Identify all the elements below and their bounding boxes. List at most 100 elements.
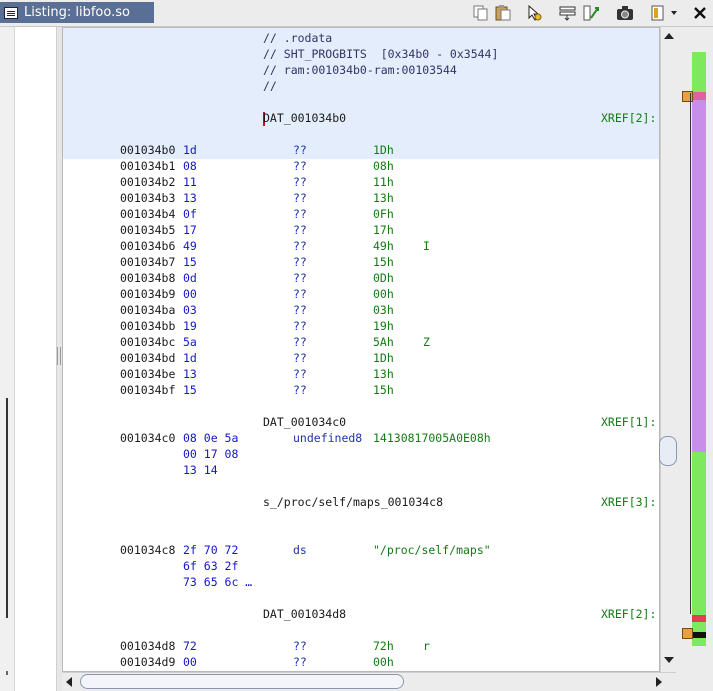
operand-value[interactable]: 08h [373, 159, 394, 173]
field-layout-button[interactable] [557, 3, 579, 23]
bytes[interactable]: 00 [183, 655, 197, 669]
bytes[interactable]: 13 [183, 367, 197, 381]
select-button[interactable] [523, 3, 545, 23]
operand-value[interactable]: 1Dh [373, 143, 394, 157]
bytes[interactable]: 19 [183, 319, 197, 333]
bytes[interactable]: 1d [183, 143, 197, 157]
operand-value[interactable]: 03h [373, 303, 394, 317]
address[interactable]: 001034d8 [120, 639, 176, 653]
label-dat-001034b0[interactable]: DAT_001034b0 [263, 111, 347, 125]
scroll-up-arrow[interactable] [664, 33, 674, 39]
operand-value[interactable]: 11h [373, 175, 394, 189]
address[interactable]: 001034b7 [120, 255, 176, 269]
menu-button[interactable] [648, 3, 682, 23]
char-comment[interactable]: r [423, 639, 430, 653]
mnemonic[interactable]: ?? [293, 287, 307, 301]
bytes[interactable]: 08 [183, 159, 197, 173]
bytes[interactable]: 49 [183, 239, 197, 253]
window-tab[interactable]: Listing: libfoo.so [0, 2, 154, 23]
address[interactable]: 001034b8 [120, 271, 176, 285]
address[interactable]: 001034bd [120, 351, 176, 365]
address[interactable]: 001034bf [120, 383, 176, 397]
overview-marker[interactable] [682, 91, 693, 102]
mnemonic[interactable]: ?? [293, 383, 307, 397]
bytes[interactable]: 11 [183, 175, 197, 189]
bytes[interactable]: 6f 63 2f [183, 559, 239, 573]
operand-value[interactable]: 13h [373, 191, 394, 205]
vertical-scrollbar[interactable] [659, 27, 677, 672]
operand-value[interactable]: 17h [373, 223, 394, 237]
mnemonic[interactable]: undefined8 [293, 431, 363, 445]
mnemonic[interactable]: ?? [293, 271, 307, 285]
address[interactable]: 001034bc [120, 335, 176, 349]
string-value[interactable]: "/proc/self/maps" [373, 543, 491, 557]
address[interactable]: 001034bb [120, 319, 176, 333]
mnemonic[interactable]: ?? [293, 335, 307, 349]
operand-value[interactable]: 00h [373, 287, 394, 301]
bytes[interactable]: 73 65 6c … [183, 575, 253, 589]
operand-value[interactable]: 0Dh [373, 271, 394, 285]
operand-value[interactable]: 15h [373, 255, 394, 269]
address[interactable]: 001034b4 [120, 207, 176, 221]
scroll-right-arrow[interactable] [656, 677, 662, 687]
operand-value[interactable]: 15h [373, 383, 394, 397]
address[interactable]: 001034c8 [120, 543, 176, 557]
mnemonic[interactable]: ?? [293, 351, 307, 365]
address[interactable]: 001034b2 [120, 175, 176, 189]
operand-value[interactable]: 19h [373, 319, 394, 333]
operand-value[interactable]: 13h [373, 367, 394, 381]
address[interactable]: 001034b1 [120, 159, 176, 173]
close-button[interactable] [689, 3, 711, 23]
bytes[interactable]: 1d [183, 351, 197, 365]
bytes[interactable]: 08 0e 5a [183, 431, 239, 445]
listing-panel[interactable]: // .rodata // SHT_PROGBITS [0x34b0 - 0x3… [62, 27, 660, 672]
bytes[interactable]: 0f [183, 207, 197, 221]
bytes[interactable]: 15 [183, 255, 197, 269]
bytes[interactable]: 2f 70 72 [183, 543, 239, 557]
xref-link[interactable]: XREF[3]: [601, 495, 657, 509]
label-dat-001034d8[interactable]: DAT_001034d8 [263, 607, 347, 621]
char-comment[interactable]: I [423, 239, 430, 253]
char-comment[interactable]: Z [423, 335, 430, 349]
overview-marker[interactable] [682, 628, 693, 639]
copy-button[interactable] [470, 3, 492, 23]
address[interactable]: 001034c0 [120, 431, 176, 445]
address[interactable]: 001034be [120, 367, 176, 381]
mnemonic[interactable]: ?? [293, 143, 307, 157]
address[interactable]: 001034ba [120, 303, 176, 317]
horizontal-scroll-thumb[interactable] [80, 674, 404, 689]
operand-value[interactable]: 1Dh [373, 351, 394, 365]
overview-bar[interactable] [679, 27, 713, 672]
xref-link[interactable]: XREF[2]: [601, 111, 657, 125]
bytes[interactable]: 15 [183, 383, 197, 397]
mnemonic[interactable]: ?? [293, 191, 307, 205]
mnemonic[interactable]: ?? [293, 303, 307, 317]
label-string-proc-self-maps[interactable]: s_/proc/self/maps_001034c8 [263, 495, 444, 509]
scroll-left-arrow[interactable] [66, 677, 72, 687]
operand-value[interactable]: 5Ah [373, 335, 394, 349]
bytes[interactable]: 0d [183, 271, 197, 285]
bytes[interactable]: 00 17 08 [183, 447, 239, 461]
bytes[interactable]: 13 14 [183, 463, 218, 477]
mnemonic[interactable]: ?? [293, 223, 307, 237]
mnemonic[interactable]: ds [293, 543, 307, 557]
mnemonic[interactable]: ?? [293, 207, 307, 221]
bytes[interactable]: 03 [183, 303, 197, 317]
operand-value[interactable]: 49h [373, 239, 394, 253]
operand-value[interactable]: 72h [373, 639, 394, 653]
mnemonic[interactable]: ?? [293, 367, 307, 381]
bytes[interactable]: 00 [183, 287, 197, 301]
operand-value[interactable]: 0Fh [373, 207, 394, 221]
mnemonic[interactable]: ?? [293, 319, 307, 333]
bytes[interactable]: 72 [183, 639, 197, 653]
margin-divider[interactable] [56, 27, 62, 691]
diff-button[interactable] [581, 3, 603, 23]
address[interactable]: 001034d9 [120, 655, 176, 669]
mnemonic[interactable]: ?? [293, 255, 307, 269]
mnemonic[interactable]: ?? [293, 639, 307, 653]
mnemonic[interactable]: ?? [293, 175, 307, 189]
scroll-down-arrow[interactable] [664, 657, 674, 663]
mnemonic[interactable]: ?? [293, 655, 307, 669]
bytes[interactable]: 13 [183, 191, 197, 205]
mnemonic[interactable]: ?? [293, 239, 307, 253]
